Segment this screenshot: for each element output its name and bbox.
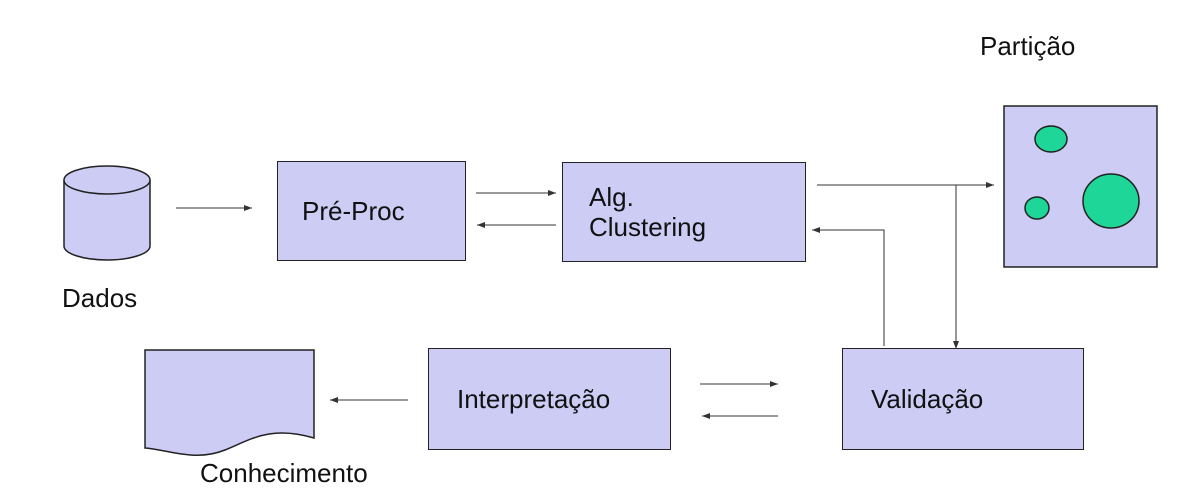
document-icon: [144, 349, 315, 456]
cluster-large: [1082, 173, 1140, 229]
label-dados: Dados: [62, 283, 138, 313]
cluster-small-top: [1034, 125, 1068, 153]
label-particao: Partição: [980, 31, 1076, 61]
node-interpretacao-label: Interpretação: [457, 384, 611, 414]
node-preproc: Pré-Proc: [277, 161, 466, 261]
label-conhecimento: Conhecimento: [200, 458, 368, 488]
cluster-small-left: [1024, 196, 1050, 220]
node-interpretacao: Interpretação: [428, 348, 671, 450]
node-clustering: Alg. Clustering: [562, 162, 806, 262]
node-preproc-label: Pré-Proc: [302, 196, 405, 226]
node-clustering-label: Alg. Clustering: [589, 182, 707, 242]
node-validacao: Validação: [842, 348, 1084, 450]
database-icon: [63, 165, 151, 261]
node-validacao-label: Validação: [871, 384, 984, 414]
arrow-validacao-clustering: [812, 227, 885, 346]
